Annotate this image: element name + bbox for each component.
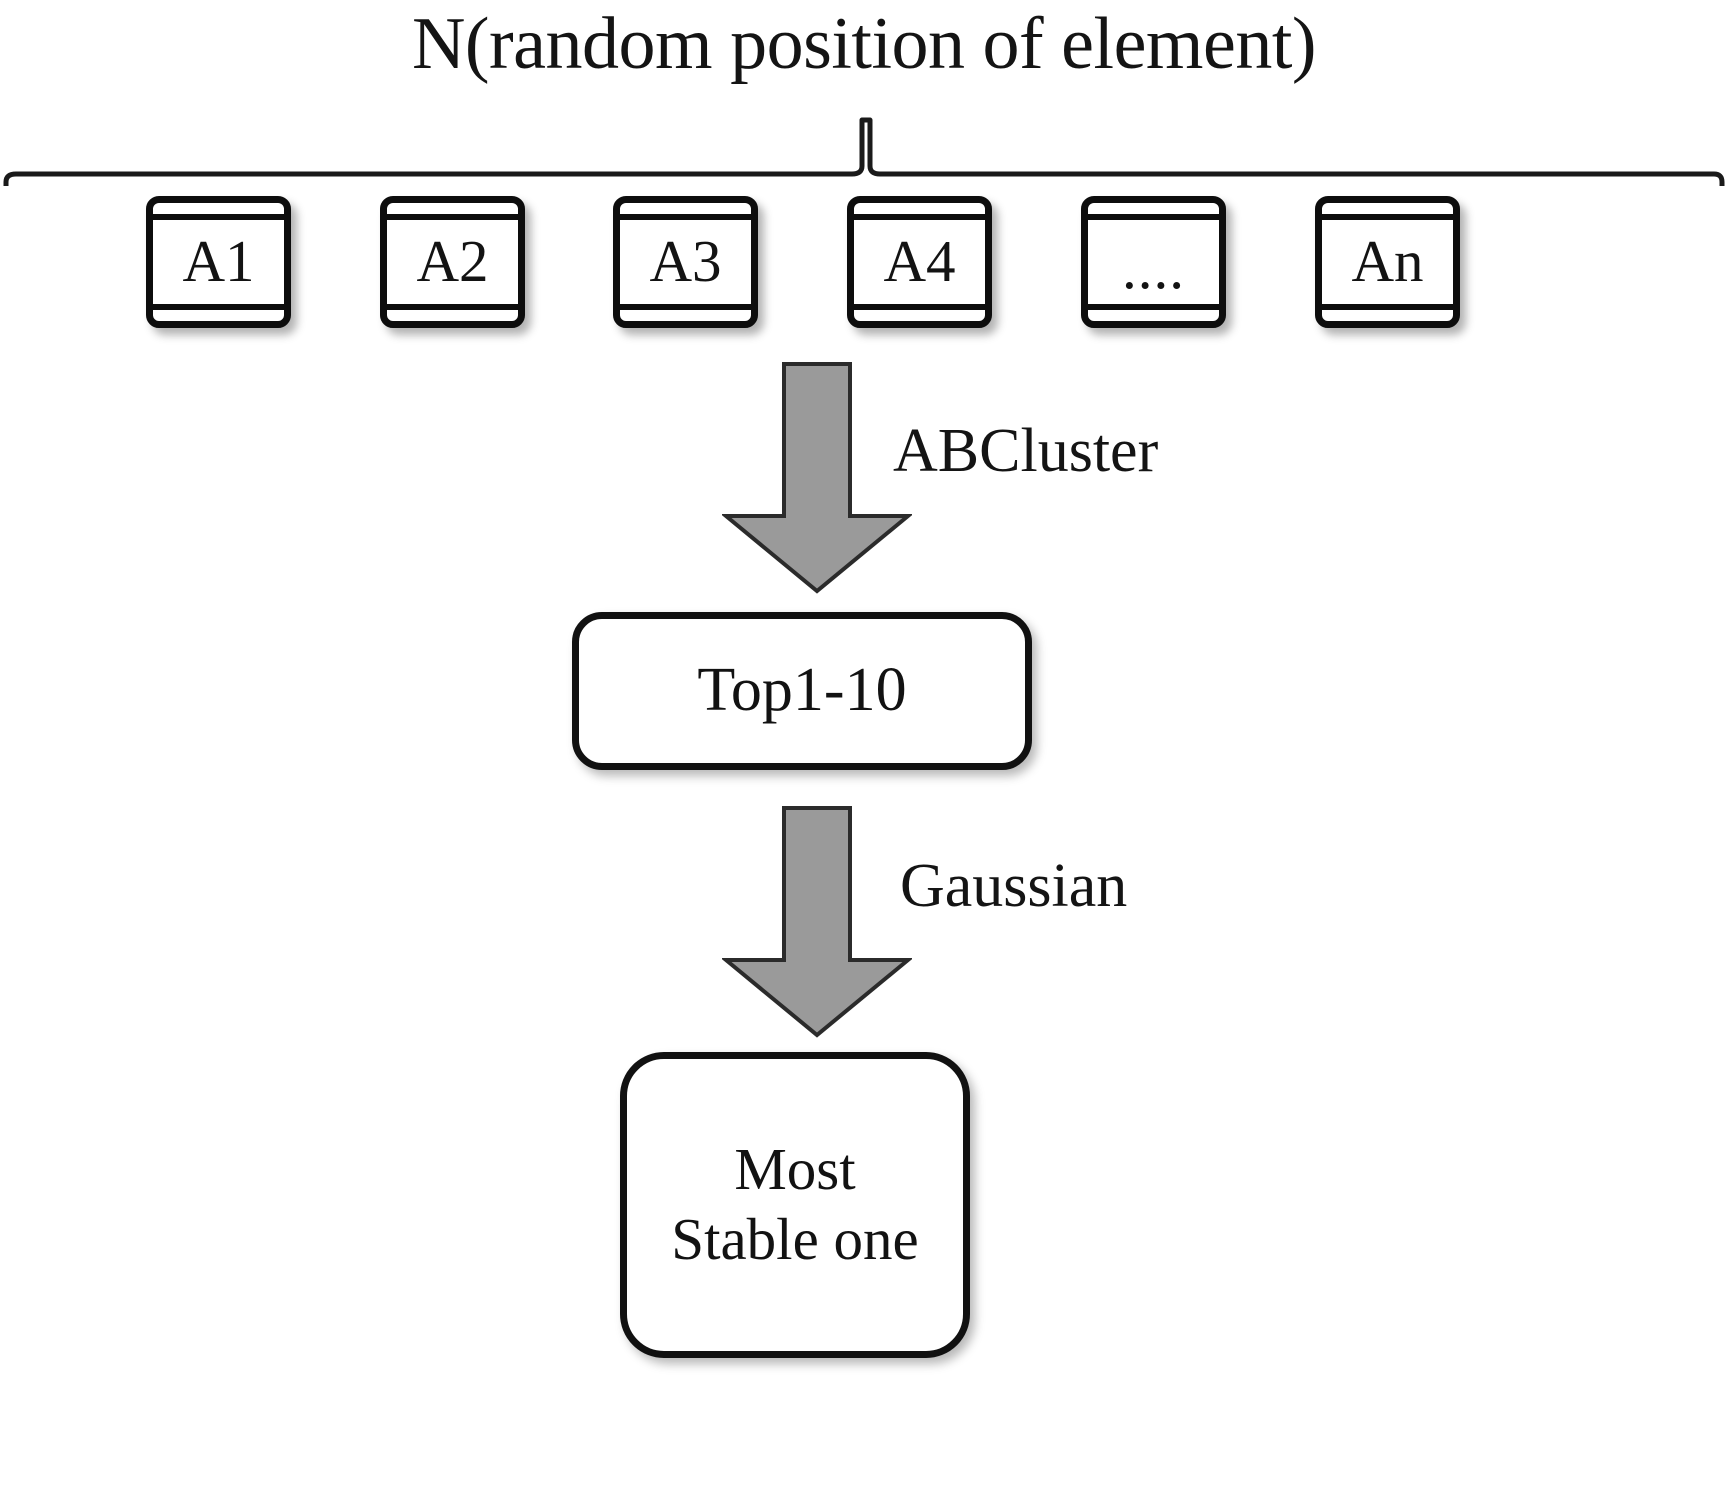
element-card-a2[interactable]: A2 <box>380 196 525 328</box>
arrow-shape <box>720 362 914 594</box>
element-card-a4-label: A4 <box>883 227 956 294</box>
element-card-row: A1 A2 A3 A4 .... An <box>0 196 1728 336</box>
element-card-a2-label: A2 <box>416 227 489 294</box>
element-card-a1[interactable]: A1 <box>146 196 291 328</box>
process-box-most-stable[interactable]: Most Stable one <box>620 1052 970 1358</box>
down-arrow-gaussian-svg <box>720 806 914 1038</box>
element-card-a3[interactable]: A3 <box>613 196 758 328</box>
element-card-an-label: An <box>1351 227 1424 294</box>
process-box-top1-10-label: Top1-10 <box>697 656 907 725</box>
top-brace-svg <box>3 117 1725 186</box>
element-card-ellipsis-label: .... <box>1122 234 1185 301</box>
step-label-abcluster: ABCluster <box>893 417 1159 485</box>
element-card-ellipsis[interactable]: .... <box>1081 196 1226 328</box>
element-card-a3-label: A3 <box>649 227 722 294</box>
step-label-gaussian: Gaussian <box>900 852 1128 920</box>
element-card-a4[interactable]: A4 <box>847 196 992 328</box>
down-arrow-abcluster <box>720 362 914 599</box>
diagram-title: N(random position of element) <box>411 3 1317 85</box>
down-arrow-gaussian <box>720 806 914 1043</box>
element-card-an[interactable]: An <box>1315 196 1460 328</box>
down-arrow-abcluster-svg <box>720 362 914 594</box>
process-box-most-stable-label: Most Stable one <box>671 1136 919 1272</box>
brace-path <box>3 117 1725 186</box>
process-box-top1-10[interactable]: Top1-10 <box>572 612 1032 770</box>
element-card-a1-label: A1 <box>182 227 255 294</box>
top-brace <box>0 108 1728 188</box>
arrow-shape <box>720 806 914 1038</box>
